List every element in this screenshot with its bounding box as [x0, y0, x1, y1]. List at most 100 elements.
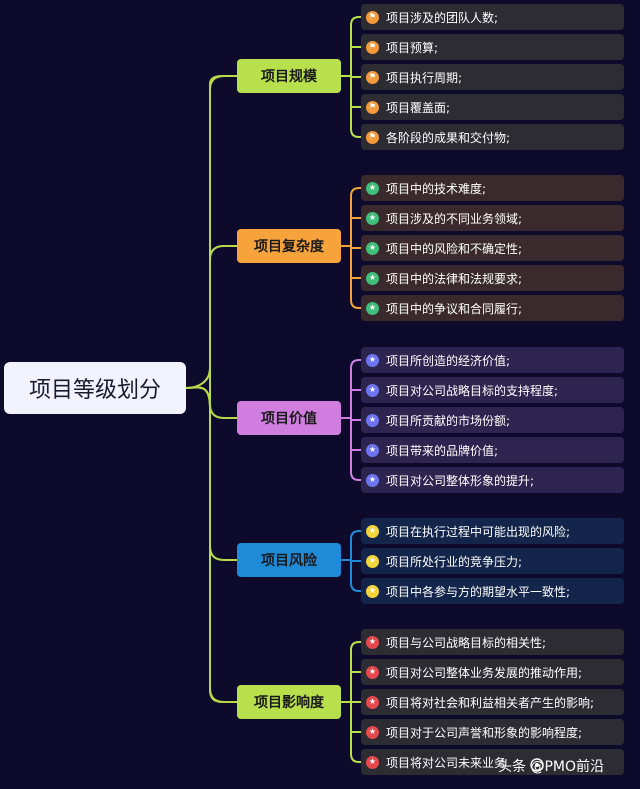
- branch-node[interactable]: 项目风险: [237, 543, 341, 577]
- leaf-label: 项目对公司整体业务发展的推动作用;: [386, 665, 583, 680]
- star-icon: ★: [366, 584, 379, 598]
- leaf-item[interactable]: ⚑ 各阶段的成果和交付物;: [361, 124, 624, 150]
- leaf-connector-0-4: [350, 128, 361, 138]
- star-icon: ★: [366, 301, 379, 315]
- root-connector-1: [185, 245, 237, 389]
- leaf-item[interactable]: ★ 项目所处行业的竞争压力;: [361, 548, 624, 574]
- flag-icon: ⚑: [366, 100, 379, 114]
- leaf-label: 项目中的风险和不确定性;: [386, 241, 523, 256]
- leaf-item[interactable]: ★ 项目与公司战略目标的相关性;: [361, 629, 624, 655]
- leaf-item[interactable]: ★ 项目中的争议和合同履行;: [361, 295, 624, 321]
- star-icon: ★: [366, 241, 379, 255]
- leaf-label: 项目执行周期;: [386, 70, 463, 85]
- leaf-label: 项目在执行过程中可能出现的风险;: [386, 524, 571, 539]
- leaf-item[interactable]: ★ 项目带来的品牌价值;: [361, 437, 624, 463]
- leaf-label: 项目预算;: [386, 40, 439, 55]
- watermark: 头条 @PMO前沿: [498, 759, 604, 775]
- branch-label: 项目影响度: [254, 695, 324, 711]
- branch-label: 项目风险: [261, 553, 317, 569]
- leaf-label: 项目对公司战略目标的支持程度;: [386, 383, 559, 398]
- star-icon: ★: [366, 271, 379, 285]
- leaf-item[interactable]: ★ 项目在执行过程中可能出现的风险;: [361, 518, 624, 544]
- root-node[interactable]: 项目等级划分: [4, 362, 186, 414]
- star-icon: ★: [366, 695, 379, 709]
- leaf-connector-2-4: [350, 471, 361, 481]
- star-icon: ★: [366, 755, 379, 769]
- leaf-label: 项目覆盖面;: [386, 100, 451, 115]
- leaf-label: 项目对公司整体形象的提升;: [386, 473, 535, 488]
- leaf-item[interactable]: ★ 项目所创造的经济价值;: [361, 347, 624, 373]
- leaf-label: 项目所创造的经济价值;: [386, 353, 511, 368]
- leaf-item[interactable]: ★ 项目对公司战略目标的支持程度;: [361, 377, 624, 403]
- leaf-label: 项目中的法律和法规要求;: [386, 271, 523, 286]
- root-connector-0: [185, 75, 237, 389]
- leaf-connector-4-4: [350, 753, 361, 763]
- leaf-label: 项目对于公司声誉和形象的影响程度;: [386, 725, 583, 740]
- leaf-label: 项目与公司战略目标的相关性;: [386, 635, 547, 650]
- root-connector-4: [185, 386, 237, 703]
- branch-node[interactable]: 项目规模: [237, 59, 341, 93]
- star-icon: ★: [366, 353, 379, 367]
- root-label: 项目等级划分: [28, 378, 161, 403]
- leaf-label: 项目所贡献的市场份额;: [386, 413, 511, 428]
- flag-icon: ⚑: [366, 70, 379, 84]
- leaf-connector-3-2: [350, 582, 361, 592]
- leaf-item[interactable]: ★ 项目将对公司未来业务: [361, 749, 624, 775]
- leaf-label: 项目所处行业的竞争压力;: [386, 554, 523, 569]
- flag-icon: ⚑: [366, 40, 379, 54]
- branch-node[interactable]: 项目影响度: [237, 685, 341, 719]
- leaf-connector-4-0: [350, 641, 361, 651]
- leaf-item[interactable]: ★ 项目将对社会和利益相关者产生的影响;: [361, 689, 624, 715]
- leaf-connector-1-0: [350, 187, 361, 197]
- leaf-label: 项目中各参与方的期望水平一致性;: [386, 584, 571, 599]
- branch-label: 项目价值: [261, 411, 317, 427]
- leaf-label: 项目带来的品牌价值;: [386, 443, 499, 458]
- leaf-connector-2-0: [350, 359, 361, 369]
- star-icon: ★: [366, 473, 379, 487]
- leaf-label: 项目将对公司未来业务: [386, 755, 507, 770]
- leaf-item[interactable]: ⚑ 项目涉及的团队人数;: [361, 4, 624, 30]
- star-icon: ★: [366, 725, 379, 739]
- star-icon: ★: [366, 383, 379, 397]
- star-icon: ★: [366, 211, 379, 225]
- leaf-item[interactable]: ⚑ 项目覆盖面;: [361, 94, 624, 120]
- leaf-item[interactable]: ★ 项目中的风险和不确定性;: [361, 235, 624, 261]
- leaf-label: 项目中的争议和合同履行;: [386, 301, 523, 316]
- brace-bottom: [209, 689, 237, 703]
- star-icon: ★: [366, 635, 379, 649]
- leaf-item[interactable]: ★ 项目涉及的不同业务领域;: [361, 205, 624, 231]
- leaf-label: 项目将对社会和利益相关者产生的影响;: [386, 695, 595, 710]
- branch-label: 项目复杂度: [254, 239, 324, 255]
- leaf-item[interactable]: ⚑ 项目预算;: [361, 34, 624, 60]
- leaf-label: 项目涉及的不同业务领域;: [386, 211, 523, 226]
- brace-top: [209, 75, 237, 85]
- leaf-label: 项目涉及的团队人数;: [386, 10, 499, 25]
- leaf-item[interactable]: ★ 项目所贡献的市场份额;: [361, 407, 624, 433]
- leaf-connector-0-0: [350, 16, 361, 26]
- star-icon: ★: [366, 554, 379, 568]
- star-icon: ★: [366, 665, 379, 679]
- leaf-label: 各阶段的成果和交付物;: [386, 130, 511, 145]
- star-icon: ★: [366, 181, 379, 195]
- leaf-connector-1-4: [350, 299, 361, 309]
- leaf-item[interactable]: ★ 项目对于公司声誉和形象的影响程度;: [361, 719, 624, 745]
- branch-node[interactable]: 项目复杂度: [237, 229, 341, 263]
- leaf-connector-3-0: [350, 530, 361, 540]
- flag-icon: ⚑: [366, 130, 379, 144]
- leaf-item[interactable]: ⚑ 项目执行周期;: [361, 64, 624, 90]
- leaf-item[interactable]: ★ 项目对公司整体形象的提升;: [361, 467, 624, 493]
- branch-label: 项目规模: [261, 69, 317, 85]
- leaf-label: 项目中的技术难度;: [386, 181, 487, 196]
- star-icon: ★: [366, 443, 379, 457]
- star-icon: ★: [366, 413, 379, 427]
- weibo-icon: [530, 758, 544, 772]
- star-icon: ★: [366, 524, 379, 538]
- leaf-item[interactable]: ★ 项目中各参与方的期望水平一致性;: [361, 578, 624, 604]
- branch-node[interactable]: 项目价值: [237, 401, 341, 435]
- flag-icon: ⚑: [366, 10, 379, 24]
- root-connector-2: [185, 386, 237, 419]
- leaf-item[interactable]: ★ 项目中的技术难度;: [361, 175, 624, 201]
- leaf-item[interactable]: ★ 项目中的法律和法规要求;: [361, 265, 624, 291]
- leaf-item[interactable]: ★ 项目对公司整体业务发展的推动作用;: [361, 659, 624, 685]
